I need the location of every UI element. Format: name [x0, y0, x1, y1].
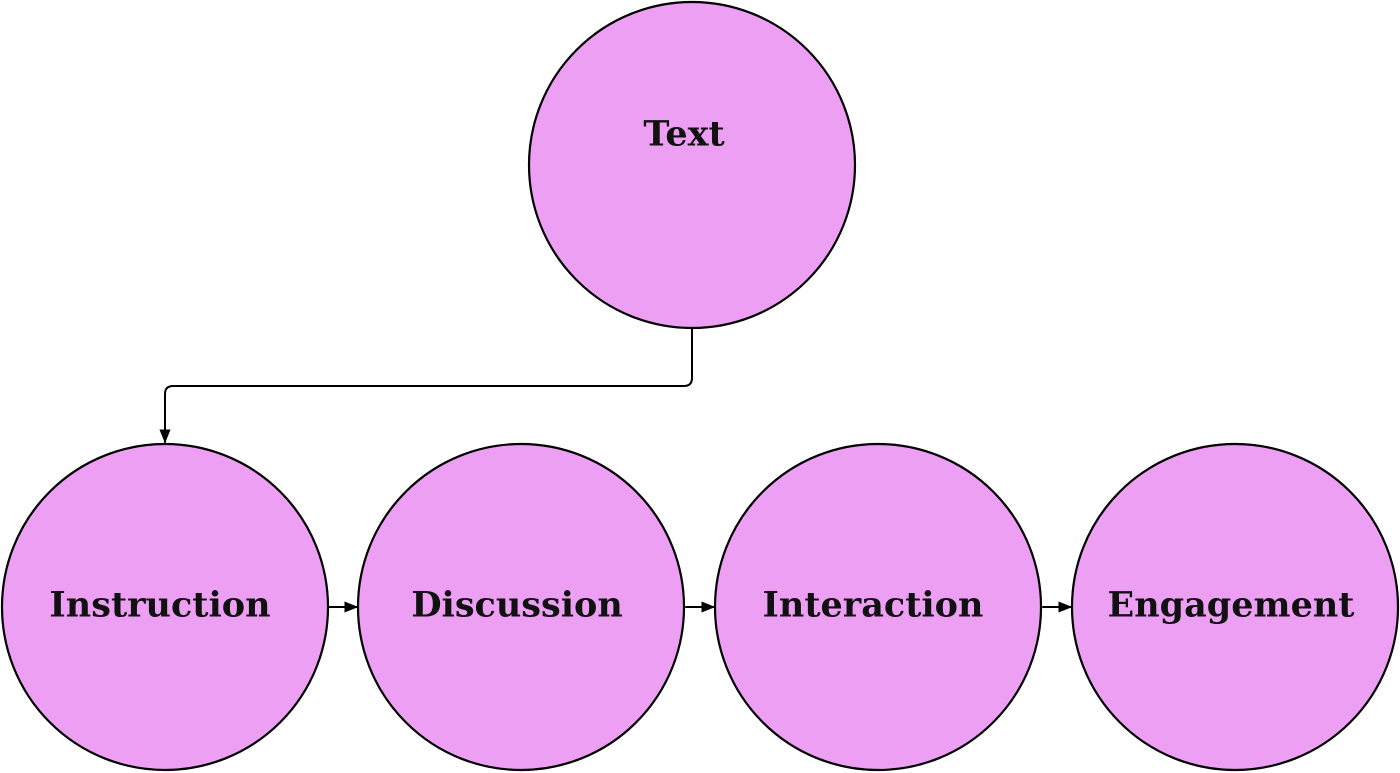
node-discussion-circle — [356, 442, 686, 772]
node-instruction: Instruction — [0, 442, 330, 772]
node-text: Text — [527, 0, 857, 330]
node-discussion: Discussion — [356, 442, 686, 772]
node-discussion-label: Discussion — [411, 585, 623, 626]
node-text-circle — [527, 0, 857, 330]
node-interaction-label: Interaction — [763, 585, 984, 626]
node-interaction: Interaction — [713, 442, 1043, 772]
node-engagement: Engagement — [1070, 442, 1400, 772]
node-text-label: Text — [643, 114, 724, 155]
node-instruction-circle — [0, 442, 330, 772]
node-engagement-circle — [1070, 442, 1400, 772]
node-instruction-label: Instruction — [49, 585, 270, 626]
node-interaction-circle — [713, 442, 1043, 772]
edge-text-to-instruction — [159, 327, 693, 444]
node-engagement-label: Engagement — [1108, 585, 1355, 626]
